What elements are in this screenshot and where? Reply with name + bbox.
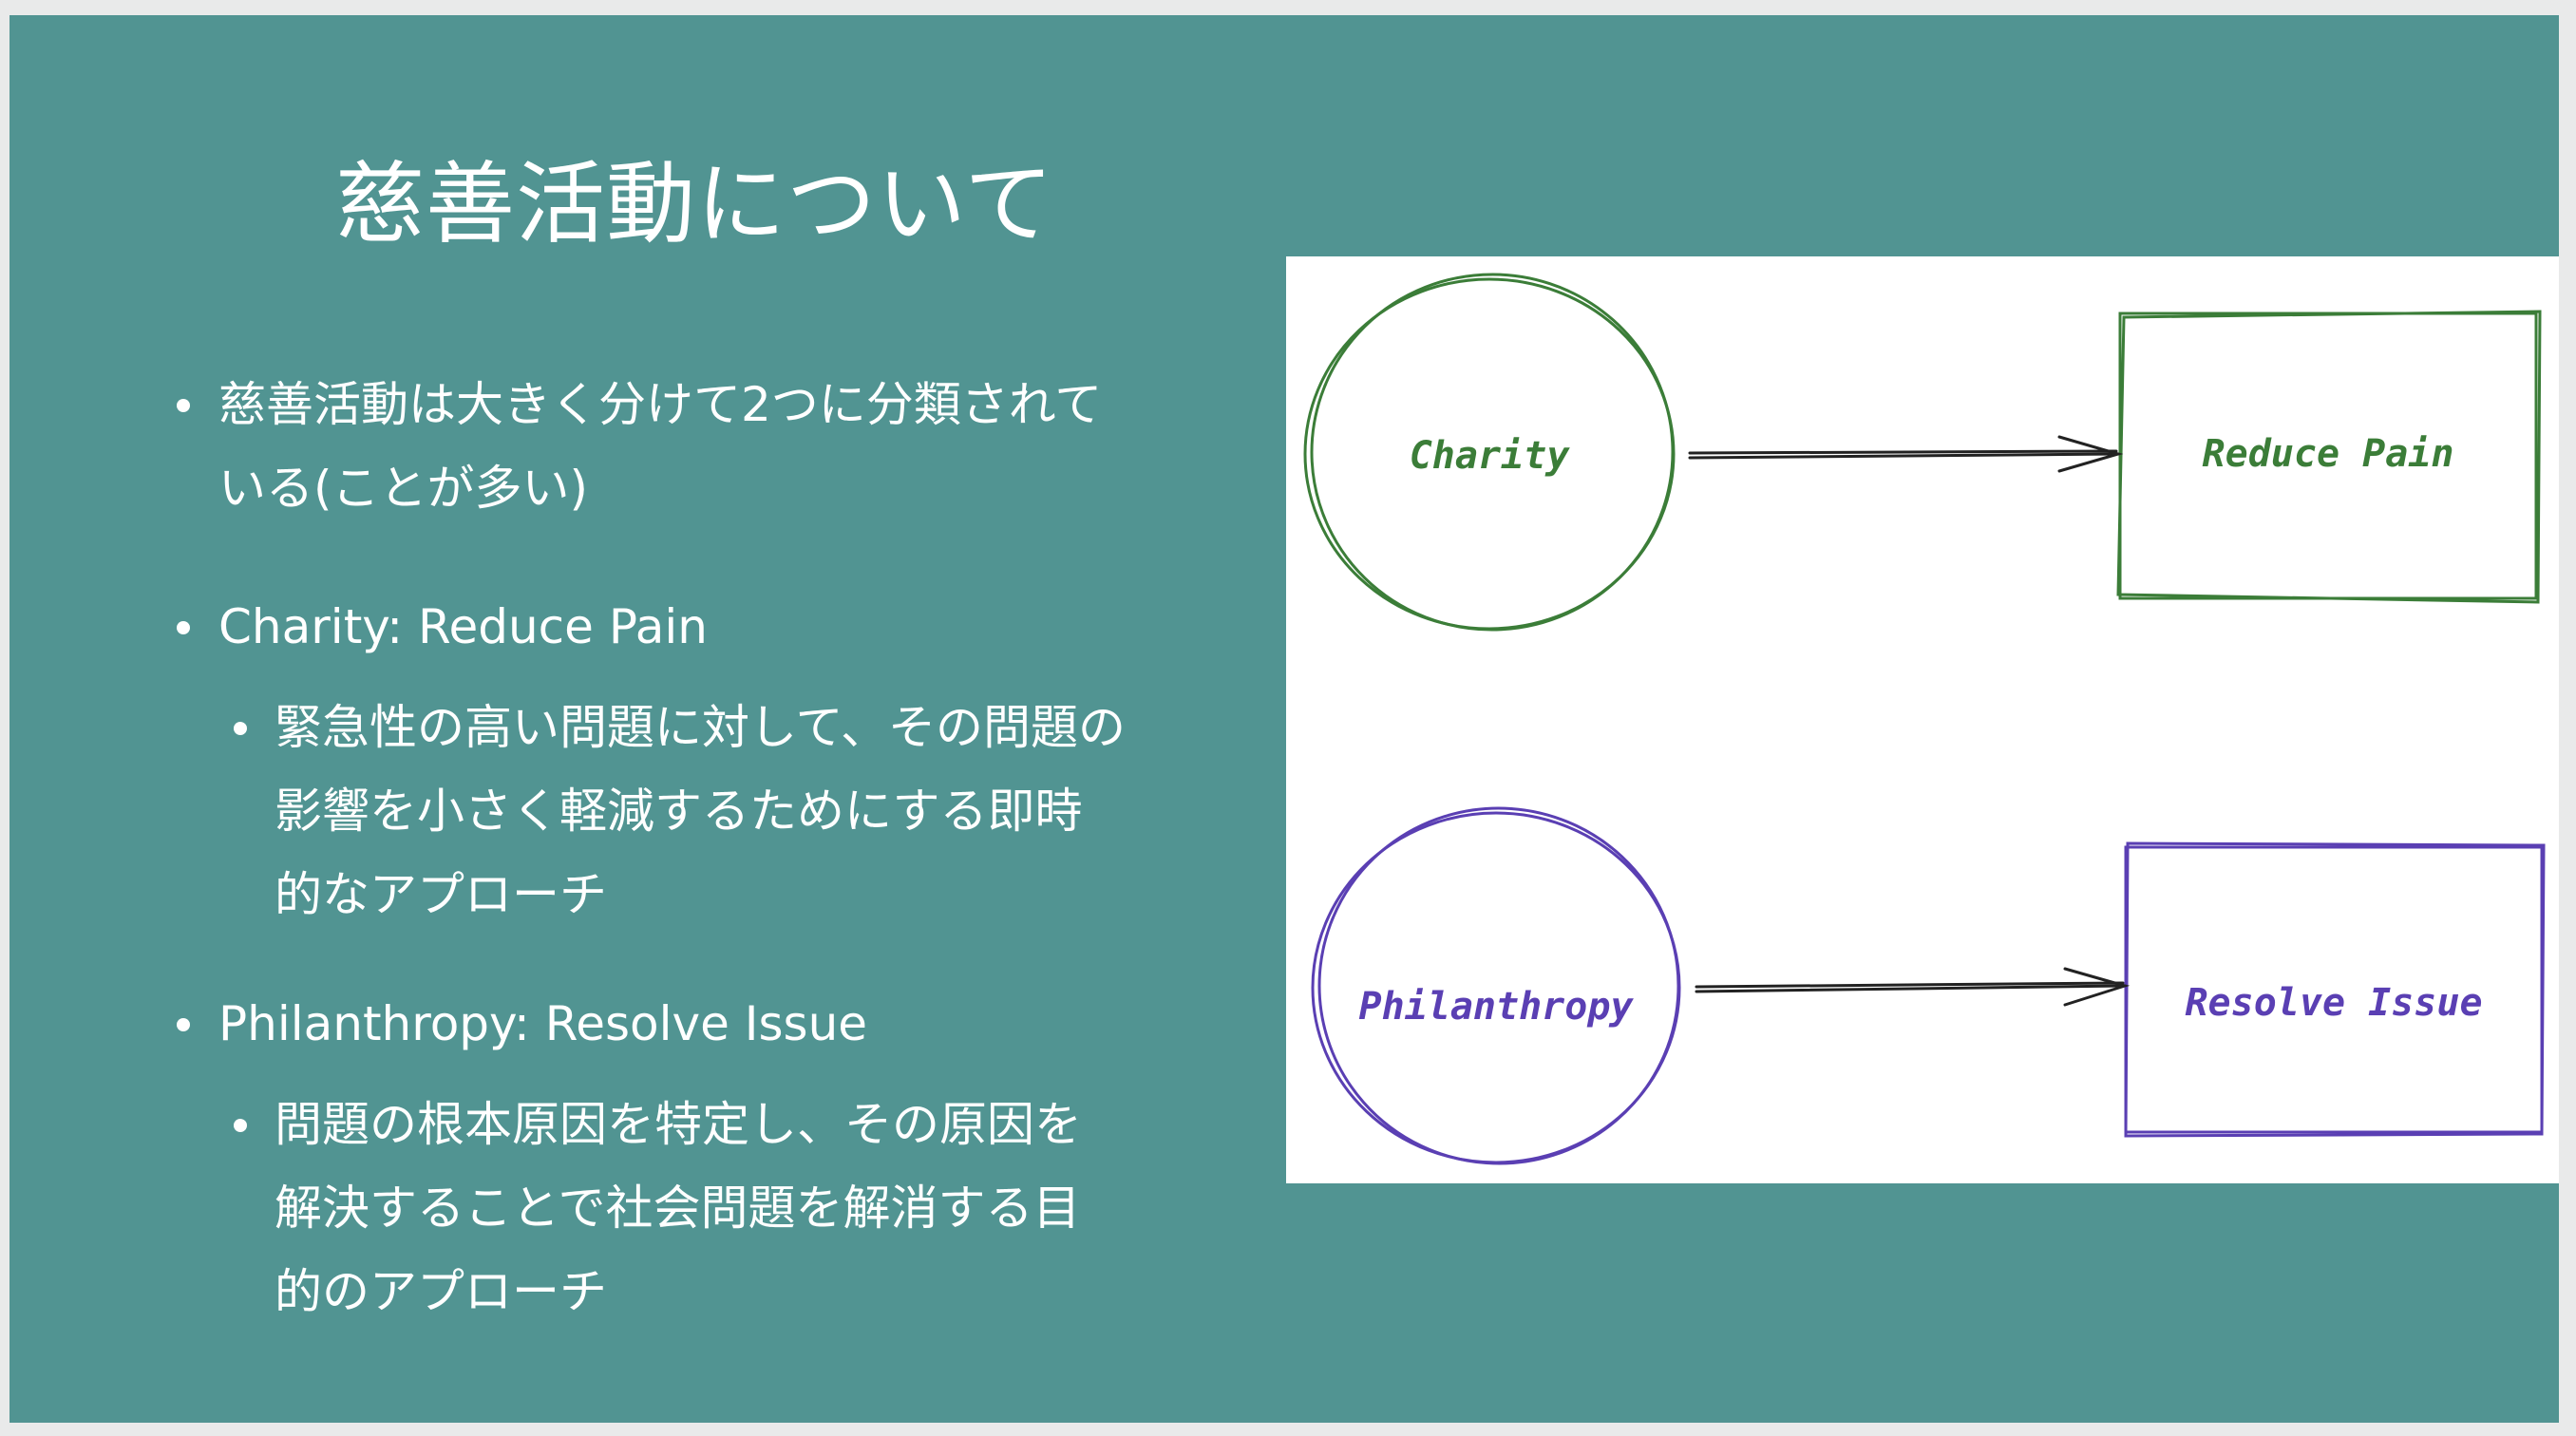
sub-bullet-item: 緊急性の高い問題に対して、その問題の 影響を小さく軽減するためにする即時 的なア… [234,686,1272,936]
bullet-item-philanthropy: Philanthropy: Resolve Issue [177,982,1254,1066]
slide-title: 慈善活動について [335,153,1055,256]
arrow-charity-to-reduce-pain [1688,435,2124,473]
philanthropy-circle [1311,806,1681,1165]
charity-circle [1303,273,1676,632]
bullet-dot-icon [234,1119,247,1132]
bullet-item: 慈善活動は大きく分けて2つに分類されて いる(ことが多い) [177,363,1254,530]
bullet-text: Philanthropy: Resolve Issue [218,996,868,1051]
sub-bullet-item: 問題の根本原因を特定し、その原因を 解決することで社会問題を解消する目 的のアプ… [234,1083,1272,1333]
bullet-dot-icon [177,1018,190,1031]
bullet-dot-icon [177,621,190,634]
charity-node-label: Charity [1409,434,1570,478]
sub-bullet-text: 緊急性の高い問題に対して、その問題の 影響を小さく軽減するためにする即時 的なア… [275,700,1126,922]
resolve-issue-node-label: Resolve Issue [2185,981,2483,1025]
bullet-text: 慈善活動は大きく分けて2つに分類されて いる(ことが多い) [218,377,1103,516]
bullet-text: Charity: Reduce Pain [218,599,708,654]
reduce-pain-box [2116,310,2542,604]
diagram-canvas [1303,273,2546,1165]
arrow-philanthropy-to-resolve-issue [1695,967,2131,1007]
resolve-issue-box [2124,841,2546,1138]
slide: 慈善活動について 慈善活動は大きく分けて2つに分類されて いる(ことが多い) C… [9,15,2559,1423]
bullet-dot-icon [177,399,190,412]
philanthropy-node-label: Philanthropy [1358,985,1634,1029]
reduce-pain-node-label: Reduce Pain [2202,432,2454,476]
bullet-dot-icon [234,722,247,735]
diagram-panel: Charity Reduce Pain Philanthropy Resolve… [1286,256,2559,1183]
bullet-item-charity: Charity: Reduce Pain [177,585,1254,669]
sub-bullet-text: 問題の根本原因を特定し、その原因を 解決することで社会問題を解消する目 的のアプ… [275,1097,1082,1319]
